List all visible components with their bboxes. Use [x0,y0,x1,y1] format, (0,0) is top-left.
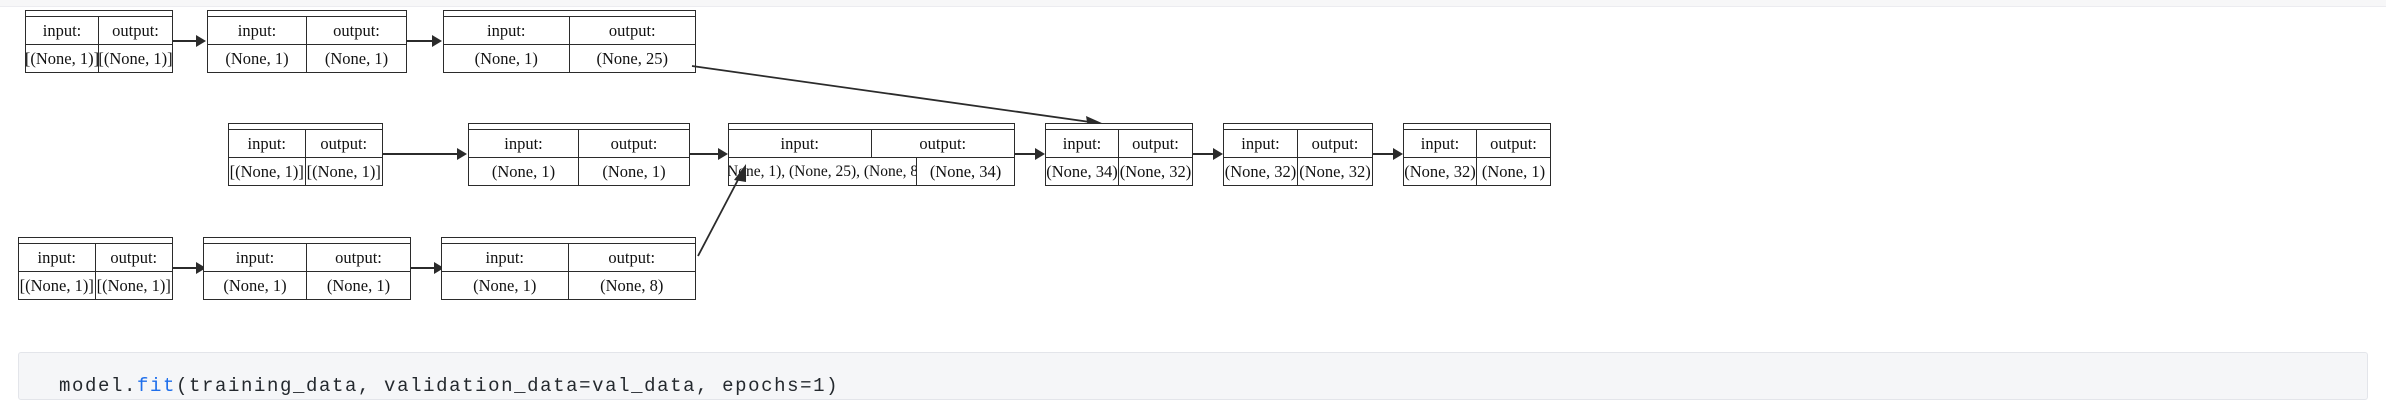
node-dropout-input-shape: (None, 32) [1224,158,1298,185]
node-dropout-input-label: input: [1224,130,1298,157]
arrowhead-dense-to-dropout [1213,148,1223,160]
node-integer-lookup-output-label: output: [333,21,380,40]
node-integer-lookup-1-output-shape: (None, 1) [326,276,391,295]
edge-category-encoding-1-to-concatenate [697,164,746,257]
node-concatenate-input-shape: [(None, 1), (None, 25), (None, 8)] [729,158,918,185]
node-dense-1[interactable]: dense_1: Dense input: output: (None, 32)… [1403,123,1551,186]
code-line: model.fit(training_data, validation_data… [59,375,839,397]
node-weekday-input-label: input: [19,244,96,271]
node-concatenate-input-label: input: [729,130,872,157]
node-dense-output-label: output: [1132,134,1179,153]
node-category-encoding-output-shape: (None, 25) [596,49,668,68]
node-hour-input-shape: [(None, 1)] [26,45,99,72]
node-dropout-output-shape: (None, 32) [1299,162,1371,181]
node-dense-1-output-label: output: [1490,134,1537,153]
edge-dense-to-dropout [1193,153,1221,155]
node-dense-1-output-shape: (None, 1) [1481,162,1546,181]
node-integer-lookup-1-input-label: input: [204,244,307,271]
node-distance-header: distance: InputLayer [229,124,382,130]
node-dropout[interactable]: dropout: Dropout input: output: (None, 3… [1223,123,1373,186]
node-integer-lookup-input-label: input: [208,17,307,44]
node-hour[interactable]: hour: InputLayer input: output: [(None, … [25,10,173,73]
node-distance-input-label: input: [229,130,306,157]
node-distance-output-label: output: [320,134,368,153]
edge-hour-to-integer-lookup [173,40,203,42]
node-weekday[interactable]: weekday: InputLayer input: output: [(Non… [18,237,173,300]
node-dense-output-shape: (None, 32) [1119,162,1192,181]
edge-integer-lookup-to-category-encoding [407,40,439,42]
node-integer-lookup-1-input-shape: (None, 1) [204,272,307,299]
node-hour-output-shape: [(None, 1)] [99,49,172,68]
notebook-cell-divider [0,0,2386,7]
node-integer-lookup-output-shape: (None, 1) [324,49,389,68]
node-distance-output-shape: [(None, 1)] [306,162,381,181]
node-dropout-output-label: output: [1311,134,1359,153]
arrowhead-integer-lookup-to-category-encoding [432,35,442,47]
code-suffix: (training_data, validation_data=val_data… [176,375,840,397]
edge-distance-to-normalization [383,153,465,155]
node-dense-1-input-label: input: [1404,130,1477,157]
node-integer-lookup-input-shape: (None, 1) [208,45,307,72]
node-integer-lookup-1-header: integer_lookup_1: IntegerLookup [204,238,410,244]
node-category-encoding-1[interactable]: category_encoding_1: CategoryEncoding in… [441,237,696,300]
node-weekday-output-shape: [(None, 1)] [96,276,171,295]
node-hour-input-label: input: [26,17,99,44]
node-category-encoding-1-input-label: input: [442,244,569,271]
code-prefix: model. [59,375,138,397]
node-integer-lookup-header: integer_lookup: IntegerLookup [208,11,406,17]
node-dense-1-input-shape: (None, 32) [1404,158,1477,185]
node-hour-header: hour: InputLayer [26,11,172,17]
arrowhead-hour-to-integer-lookup [196,35,206,47]
edge-dropout-to-dense-1 [1373,153,1401,155]
node-normalization-1[interactable]: normalization_1: Normalization input: ou… [468,123,690,186]
node-category-encoding-1-header: category_encoding_1: CategoryEncoding [442,238,695,244]
node-category-encoding-input-shape: (None, 1) [444,45,570,72]
node-normalization-1-input-shape: (None, 1) [469,158,579,185]
node-category-encoding-header: category_encoding: CategoryEncoding [444,11,695,17]
node-normalization-1-header: normalization_1: Normalization [469,124,689,130]
arrowhead-distance-to-normalization [457,148,467,160]
node-normalization-1-output-label: output: [610,134,658,153]
node-category-encoding-1-output-label: output: [608,248,656,267]
node-dense-input-label: input: [1046,130,1119,157]
node-integer-lookup-1[interactable]: integer_lookup_1: IntegerLookup input: o… [203,237,411,300]
code-keyword-fit: fit [137,375,177,397]
node-category-encoding-1-input-shape: (None, 1) [442,272,569,299]
node-dense-header: dense: Dense [1046,124,1192,130]
node-dropout-header: dropout: Dropout [1224,124,1372,130]
node-concatenate-output-shape: (None, 34) [929,162,1002,181]
node-weekday-output-label: output: [110,248,158,267]
node-dense[interactable]: dense: Dense input: output: (None, 34) (… [1045,123,1193,186]
edge-weekday-to-integer-lookup-1 [173,267,203,269]
arrowhead-integer-lookup-1-to-category-encoding-1 [434,262,444,274]
edge-normalization-to-concatenate [690,153,726,155]
node-category-encoding-1-output-shape: (None, 8) [600,276,664,295]
edge-concatenate-to-dense [1015,153,1043,155]
node-concatenate[interactable]: concatenate: Concatenate input: output: … [728,123,1015,186]
edge-integer-lookup-1-to-category-encoding-1 [411,267,441,269]
node-category-encoding-input-label: input: [444,17,570,44]
node-weekday-input-shape: [(None, 1)] [19,272,96,299]
node-category-encoding[interactable]: category_encoding: CategoryEncoding inpu… [443,10,696,73]
arrowhead-weekday-to-integer-lookup-1 [196,262,206,274]
node-dense-input-shape: (None, 34) [1046,158,1119,185]
node-concatenate-header: concatenate: Concatenate [729,124,1014,130]
node-distance[interactable]: distance: InputLayer input: output: [(No… [228,123,383,186]
arrowhead-concatenate-to-dense [1035,148,1045,160]
node-normalization-1-input-label: input: [469,130,579,157]
node-normalization-1-output-shape: (None, 1) [602,162,666,181]
node-dense-1-header: dense_1: Dense [1404,124,1550,130]
node-distance-input-shape: [(None, 1)] [229,158,306,185]
notebook-code-cell[interactable]: model.fit(training_data, validation_data… [18,352,2368,400]
node-category-encoding-output-label: output: [608,21,656,40]
node-integer-lookup[interactable]: integer_lookup: IntegerLookup input: out… [207,10,407,73]
node-integer-lookup-1-output-label: output: [335,248,382,267]
node-hour-output-label: output: [112,21,159,40]
node-weekday-header: weekday: InputLayer [19,238,172,244]
arrowhead-normalization-to-concatenate [718,148,728,160]
node-concatenate-output-label: output: [919,134,967,153]
arrowhead-dropout-to-dense-1 [1393,148,1403,160]
